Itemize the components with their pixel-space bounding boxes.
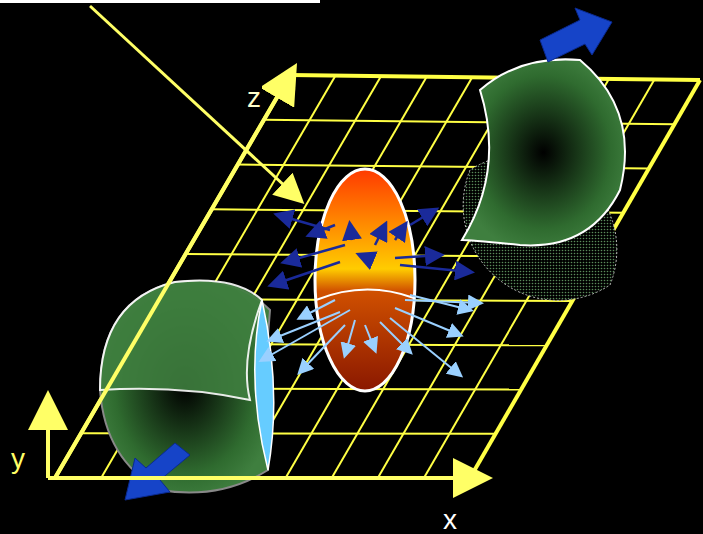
- z-axis: [55, 70, 293, 478]
- flow-arrow: [410, 210, 435, 225]
- flow-arrow: [410, 295, 470, 310]
- axis-label: y: [10, 445, 26, 473]
- flow-arrow: [395, 308, 460, 335]
- y-axis: [46, 398, 50, 478]
- pointer-line: [90, 6, 300, 200]
- flow-arrow: [350, 225, 352, 240]
- flow-arrow: [345, 320, 355, 355]
- motion-arrow: [125, 443, 190, 500]
- flow-arrow: [390, 318, 460, 375]
- flow-arrow: [285, 245, 345, 262]
- fireball: [315, 169, 415, 391]
- flow-arrow: [395, 225, 405, 240]
- axis-label: z: [246, 84, 262, 112]
- motion-arrow: [540, 8, 612, 62]
- upper-nucleus: [462, 8, 625, 300]
- flow-arrow: [272, 262, 340, 285]
- flow-arrow: [262, 310, 350, 360]
- flow-arrow: [310, 225, 335, 235]
- grid-line: [286, 78, 518, 478]
- flow-arrow: [375, 225, 385, 245]
- flow-arrow: [365, 325, 375, 350]
- flow-arrow: [395, 255, 440, 258]
- flow-arrow: [360, 255, 372, 260]
- x-axis: [48, 476, 485, 480]
- axis-label: x: [442, 506, 458, 534]
- grid-line: [239, 77, 472, 478]
- flow-arrow: [400, 265, 470, 272]
- flow-arrows: [262, 210, 480, 375]
- flow-arrow: [300, 325, 345, 372]
- top-bar: [0, 0, 320, 3]
- lower-nucleus: [100, 280, 274, 500]
- flow-arrow: [380, 322, 410, 352]
- flow-arrow: [278, 215, 330, 230]
